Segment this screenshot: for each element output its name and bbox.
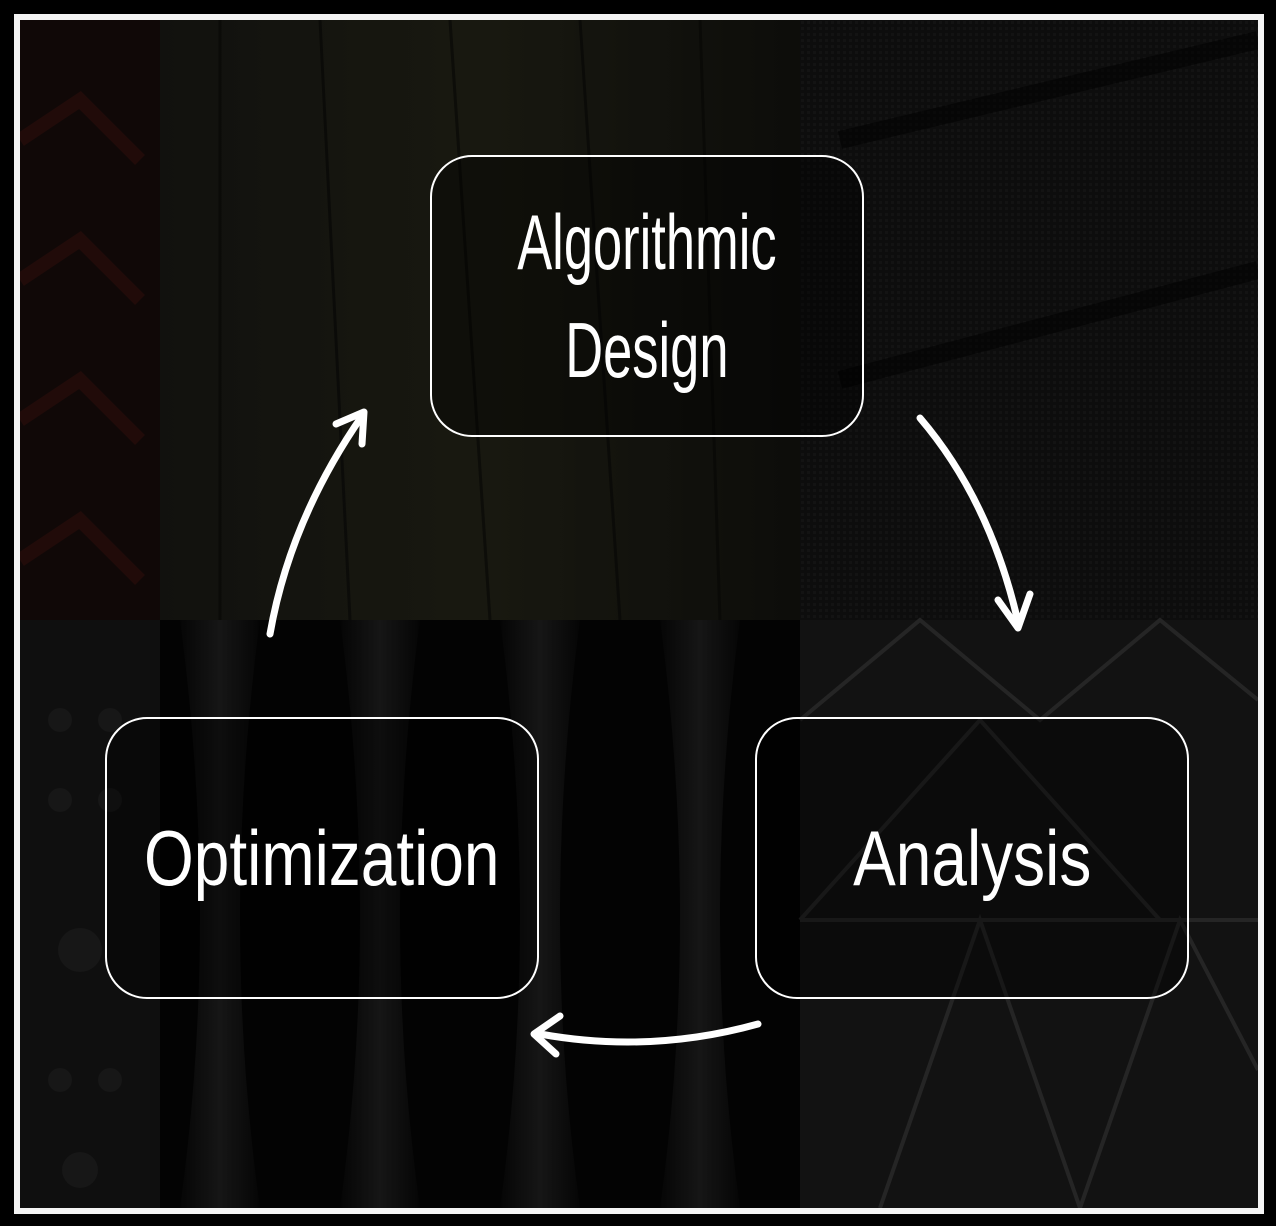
node-algorithmic-design: Algorithmic Design [430, 155, 864, 437]
diagram-canvas: Algorithmic Design Analysis Optimization [14, 14, 1264, 1214]
node-optimization: Optimization [105, 717, 539, 999]
node-optimization-label: Optimization [144, 814, 500, 902]
node-algorithmic-design-line2: Design [565, 306, 729, 394]
node-algorithmic-design-line1: Algorithmic [517, 198, 777, 286]
node-analysis-label: Analysis [852, 814, 1092, 902]
background-image [20, 20, 1258, 1208]
node-analysis: Analysis [755, 717, 1189, 999]
